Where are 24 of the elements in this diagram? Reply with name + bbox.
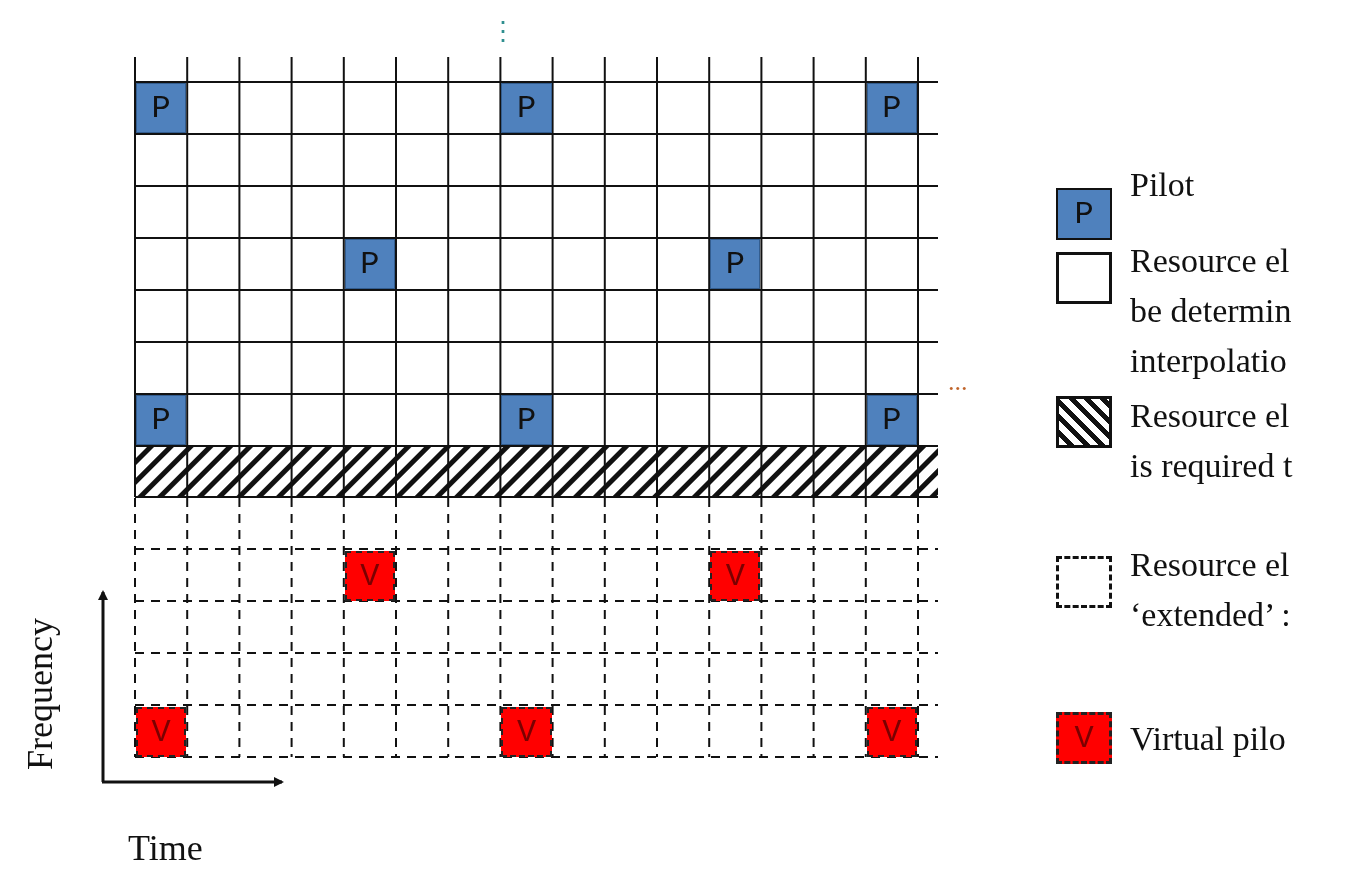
pilot-marker: P [710, 239, 761, 289]
axis-label: Time [128, 827, 203, 870]
pilot-marker: P [344, 239, 395, 289]
pilot-marker: P [501, 395, 552, 445]
axis-label: Frequency [19, 617, 61, 772]
pilot-marker: P [136, 83, 187, 133]
legend-label: Pilot [1130, 165, 1196, 205]
vertical-ellipsis: ⋮ [490, 16, 516, 48]
pilot-legend-swatch: P [1056, 188, 1112, 240]
legend-label: Virtual pilo [1130, 719, 1287, 759]
pilot-marker: P [136, 395, 187, 445]
virtual-pilot-marker: V [866, 707, 917, 757]
legend-label: Resource el ‘extended’ : [1130, 545, 1292, 635]
virtual-pilot-marker: V [344, 551, 395, 601]
virtual-pilot-legend-swatch: V [1056, 712, 1112, 764]
pilot-marker: P [501, 83, 552, 133]
legend-label: Resource el be determin interpolatio [1130, 241, 1293, 381]
virtual-pilot-marker: V [501, 707, 552, 757]
ellipsis: ... [948, 366, 968, 398]
virtual-pilot-marker: V [136, 707, 187, 757]
pilot-marker: P [866, 395, 917, 445]
legend-label: Resource el is required t [1130, 396, 1294, 486]
pilot-marker: P [866, 83, 917, 133]
virtual-pilot-marker: V [710, 551, 761, 601]
